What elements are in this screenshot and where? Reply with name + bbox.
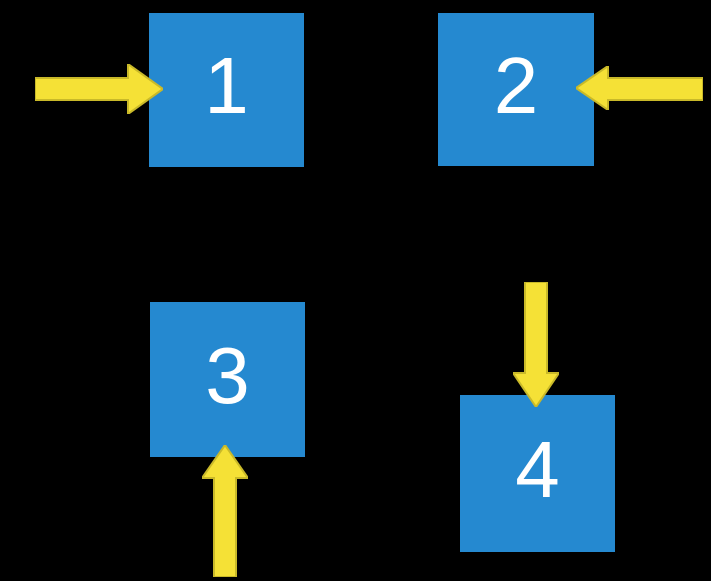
square-2-label: 2 xyxy=(493,40,539,130)
arrow-down-icon xyxy=(513,282,559,407)
square-2: 2 xyxy=(438,13,594,166)
square-1: 1 xyxy=(149,13,304,167)
arrow-left-icon xyxy=(576,66,703,110)
square-3: 3 xyxy=(150,302,305,457)
square-1-label: 1 xyxy=(204,41,249,130)
arrow-right-icon xyxy=(35,64,163,114)
square-4-label: 4 xyxy=(515,424,560,514)
square-3-label: 3 xyxy=(205,330,250,420)
square-4: 4 xyxy=(460,395,615,552)
arrow-up-icon xyxy=(202,445,248,577)
